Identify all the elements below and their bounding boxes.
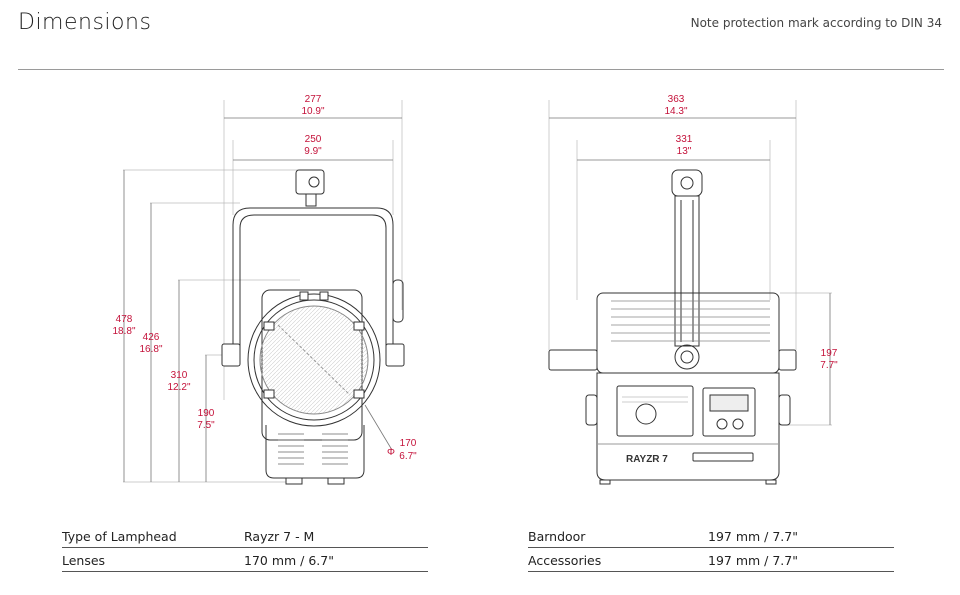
brand-label: RAYZR 7 bbox=[626, 454, 668, 465]
front-dimension-lines bbox=[123, 117, 402, 482]
spec-row-lenses: Lenses 170 mm / 6.7" bbox=[62, 548, 428, 572]
dim-width-total-in: 10.9" bbox=[301, 106, 324, 117]
spec-row-barndoor: Barndoor 197 mm / 7.7" bbox=[528, 524, 894, 548]
spec-value: 197 mm / 7.7" bbox=[708, 529, 798, 544]
dim-lens-diameter-in: 6.7" bbox=[399, 451, 417, 462]
spec-table-right: Barndoor 197 mm / 7.7" Accessories 197 m… bbox=[528, 524, 894, 572]
front-dimension-labels: 277 10.9" 250 9.9" 478 18.8" 426 16.8" 3… bbox=[112, 94, 417, 462]
dim-lens-diameter-symbol: Φ bbox=[387, 447, 395, 458]
spec-label: Accessories bbox=[528, 553, 602, 568]
dim-side-width-total-in: 14.3" bbox=[664, 106, 687, 117]
side-view bbox=[548, 100, 832, 485]
front-vents bbox=[278, 433, 348, 465]
protection-note: Note protection mark according to DIN 34 bbox=[690, 16, 942, 30]
dim-height-total-in: 18.8" bbox=[112, 326, 135, 337]
side-fins bbox=[611, 300, 770, 342]
dim-height-center-mm: 310 bbox=[171, 370, 188, 381]
dim-width-yoke-mm: 250 bbox=[305, 134, 322, 145]
dim-height-center-in: 12.2" bbox=[167, 382, 190, 393]
front-view bbox=[123, 100, 405, 485]
dim-side-width-body-in: 13" bbox=[677, 146, 692, 157]
dim-height-yoke-in: 16.8" bbox=[139, 344, 162, 355]
dim-side-width-body-mm: 331 bbox=[676, 134, 693, 145]
page-title: Dimensions bbox=[18, 10, 152, 35]
spec-value: 170 mm / 6.7" bbox=[244, 553, 334, 568]
spec-value: 197 mm / 7.7" bbox=[708, 553, 798, 568]
dim-height-yoke-mm: 426 bbox=[143, 332, 160, 343]
dim-height-total-mm: 478 bbox=[116, 314, 133, 325]
header-divider bbox=[18, 69, 944, 70]
dim-side-width-total-mm: 363 bbox=[668, 94, 685, 105]
spec-value: Rayzr 7 - M bbox=[244, 529, 315, 544]
dim-width-total-mm: 277 bbox=[305, 94, 322, 105]
spec-row-lamphead: Type of Lamphead Rayzr 7 - M bbox=[62, 524, 428, 548]
side-dimension-lines bbox=[549, 117, 831, 425]
dim-height-base-in: 7.5" bbox=[197, 420, 215, 431]
side-dimension-labels: 363 14.3" 331 13" 197 7.7" RAYZR 7 bbox=[626, 94, 838, 465]
spec-label: Lenses bbox=[62, 553, 106, 568]
spec-label: Type of Lamphead bbox=[62, 529, 177, 544]
dim-barndoor-mm: 197 bbox=[821, 348, 838, 359]
spec-table-left: Type of Lamphead Rayzr 7 - M Lenses 170 … bbox=[62, 524, 428, 572]
dim-lens-diameter-mm: 170 bbox=[400, 438, 417, 449]
spec-label: Barndoor bbox=[528, 529, 586, 544]
dim-height-base-mm: 190 bbox=[198, 408, 215, 419]
spec-row-accessories: Accessories 197 mm / 7.7" bbox=[528, 548, 894, 572]
dim-barndoor-in: 7.7" bbox=[820, 360, 838, 371]
dim-width-yoke-in: 9.9" bbox=[304, 146, 322, 157]
